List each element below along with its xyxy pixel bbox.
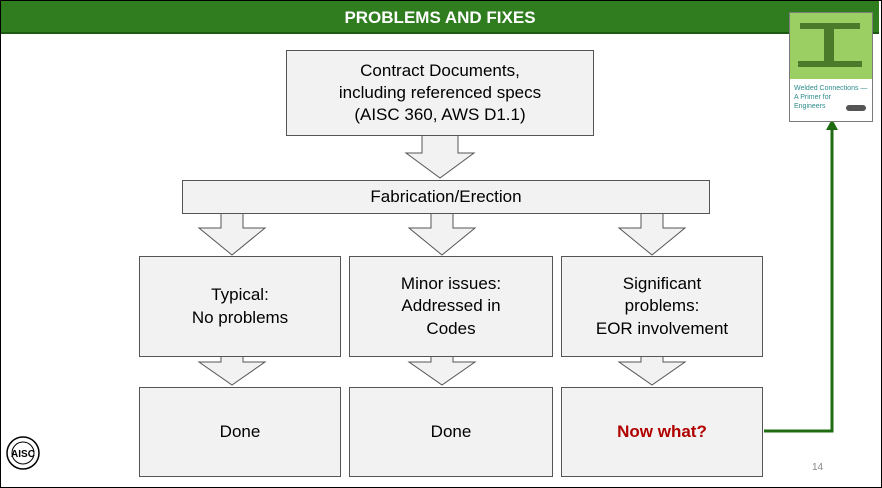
arrow-fab-to-significant [617,212,687,256]
minor-issues-box: Minor issues: Addressed in Codes [349,256,553,357]
contract-line-1: Contract Documents, [360,60,520,80]
now-what-box: Now what? [561,387,763,477]
now-what-label: Now what? [617,421,707,441]
done-box-minor: Done [349,387,553,477]
arrow-typical-to-done [197,355,267,386]
significant-line-3: EOR involvement [595,318,729,338]
minor-line-1: Minor issues: [400,274,502,294]
typical-box: Typical: No problems [139,256,341,357]
typical-line-2: No problems [191,307,289,327]
primer-title-line-3: Engineers [794,103,826,110]
page-number: 14 [812,462,824,473]
connector-arrowhead [826,119,838,130]
done-box-typical: Done [139,387,341,477]
arrow-top-to-fabrication [404,134,476,179]
typical-line-1: Typical: [211,285,269,305]
title-bar: PROBLEMS AND FIXES [1,1,879,34]
arrow-fab-to-typical [197,212,267,256]
connector-to-primer [764,128,834,433]
primer-cover-plate-2 [824,29,834,61]
minor-line-2: Addressed in [401,296,501,316]
contract-line-3: (AISC 360, AWS D1.1) [354,105,526,125]
primer-thumbnail: Welded Connections — A Primer for Engine… [789,12,873,122]
primer-cover-plate-3 [798,61,862,67]
primer-cover-plate-1 [800,23,860,29]
contract-line-2: including referenced specs [338,82,542,102]
significant-problems-box: Significant problems: EOR involvement [561,256,763,357]
aisc-seal-icon: AISC [6,436,40,470]
done-label-1: Done [219,421,261,441]
minor-line-3: Codes [426,318,476,338]
arrow-significant-to-nowwhat [617,355,687,386]
svg-text:AISC: AISC [11,449,35,460]
primer-title-line-1: Welded Connections — [794,85,868,92]
primer-title-line-2: A Primer for [794,94,831,101]
arrow-fab-to-minor [407,212,477,256]
contract-documents-box: Contract Documents, including referenced… [286,50,594,136]
significant-line-1: Significant [622,274,702,294]
primer-cover-text-area [790,79,872,121]
arrow-minor-to-done [407,355,477,386]
fabrication-label: Fabrication/Erection [370,186,522,206]
primer-publisher-logo [846,105,866,111]
slide-title: PROBLEMS AND FIXES [344,8,536,27]
fabrication-erection-box: Fabrication/Erection [182,180,710,214]
significant-line-2: problems: [624,296,700,316]
done-label-2: Done [430,421,472,441]
